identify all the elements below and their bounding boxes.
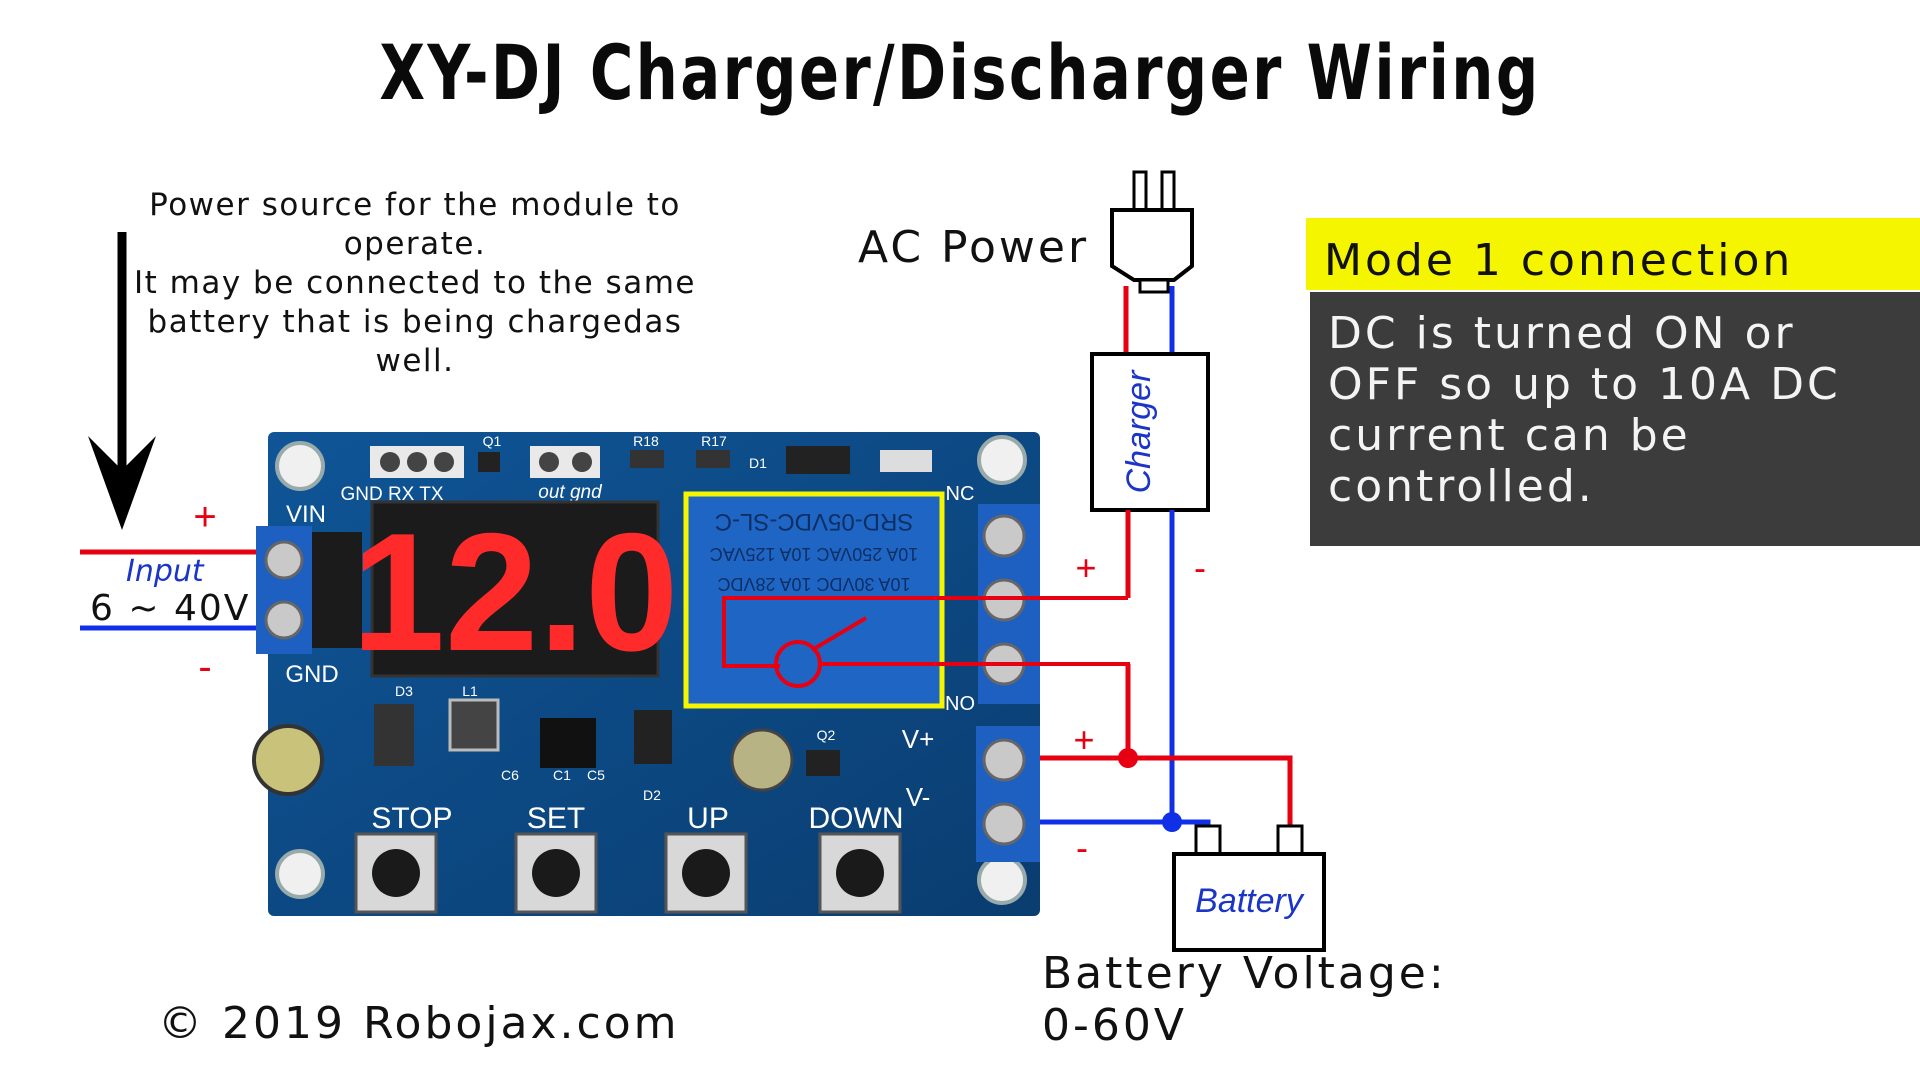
ac-plug-icon <box>1110 170 1194 294</box>
battery-minus-sign: - <box>1076 827 1088 868</box>
input-minus-sign: - <box>198 645 211 689</box>
relay-rating-ac: 10A 250VAC 10A 125VAC <box>710 544 919 564</box>
input-label: Input <box>126 554 204 589</box>
button-set[interactable]: SET <box>514 802 598 914</box>
button-stop-label: STOP <box>371 802 452 835</box>
c6-label: C6 <box>501 767 519 783</box>
q2-label: Q2 <box>817 727 836 743</box>
out-gnd-label: out gnd <box>538 482 603 503</box>
power-source-note: Power source for the module to operate. … <box>134 187 696 379</box>
input-range: 6 ~ 40V <box>90 588 251 629</box>
input-plus-sign: + <box>193 495 216 539</box>
led-display: 12.0 <box>352 498 679 686</box>
nc-label: NC <box>946 483 975 505</box>
battery-plus-sign: + <box>1073 719 1094 760</box>
l1-label: L1 <box>462 683 478 699</box>
ac-power-label: AC Power <box>858 222 1090 273</box>
r18-label: R18 <box>633 433 659 449</box>
mode-title-banner: Mode 1 connection <box>1306 218 1920 290</box>
copyright-text: © 2019 Robojax.com <box>158 998 680 1049</box>
relay-rating-dc: 10A 30VDC 10A 28VDC <box>717 574 910 594</box>
charger-wires <box>1125 510 1175 822</box>
no-label: NO <box>945 693 975 715</box>
button-down[interactable]: DOWN <box>809 802 904 914</box>
battery-icon: Battery <box>1172 824 1326 952</box>
vin-label: VIN <box>286 501 326 528</box>
header-label: GND RX TX <box>340 484 443 505</box>
button-down-label: DOWN <box>809 802 904 835</box>
charger-label: Charger <box>1120 369 1158 494</box>
charger-box: Charger <box>1090 352 1210 512</box>
r17-label: R17 <box>701 433 727 449</box>
d3-label: D3 <box>395 683 413 699</box>
c1-label: C1 <box>553 767 571 783</box>
button-stop[interactable]: STOP <box>354 802 453 914</box>
battery-wires <box>1040 748 1293 832</box>
controller-board: GND RX TX out gnd Q1 R18 R17 D1 12.0 SRD… <box>252 432 1040 916</box>
q1-label: Q1 <box>483 433 502 449</box>
gnd-label: GND <box>285 661 338 688</box>
c5-label: C5 <box>587 767 605 783</box>
diagram-title: XY-DJ Charger/Discharger Wiring <box>379 28 1541 117</box>
button-set-label: SET <box>527 802 585 835</box>
button-up[interactable]: UP <box>664 802 748 914</box>
relay-model: SRD-05VDC-SL-C <box>715 508 914 535</box>
button-up-label: UP <box>687 802 729 835</box>
mode-description-box: DC is turned ON or OFF so up to 10A DC c… <box>1310 292 1920 546</box>
battery-label: Battery <box>1195 882 1305 920</box>
vplus-label: V+ <box>902 724 935 754</box>
charger-plus-sign: + <box>1075 547 1096 588</box>
input-wires <box>80 549 256 631</box>
d2-label: D2 <box>643 787 661 803</box>
vminus-label: V- <box>906 782 931 812</box>
power-arrow <box>88 232 156 530</box>
battery-voltage-note: Battery Voltage: 0-60V <box>1042 948 1447 1051</box>
d1-label: D1 <box>749 455 767 471</box>
charger-minus-sign: - <box>1194 547 1206 588</box>
